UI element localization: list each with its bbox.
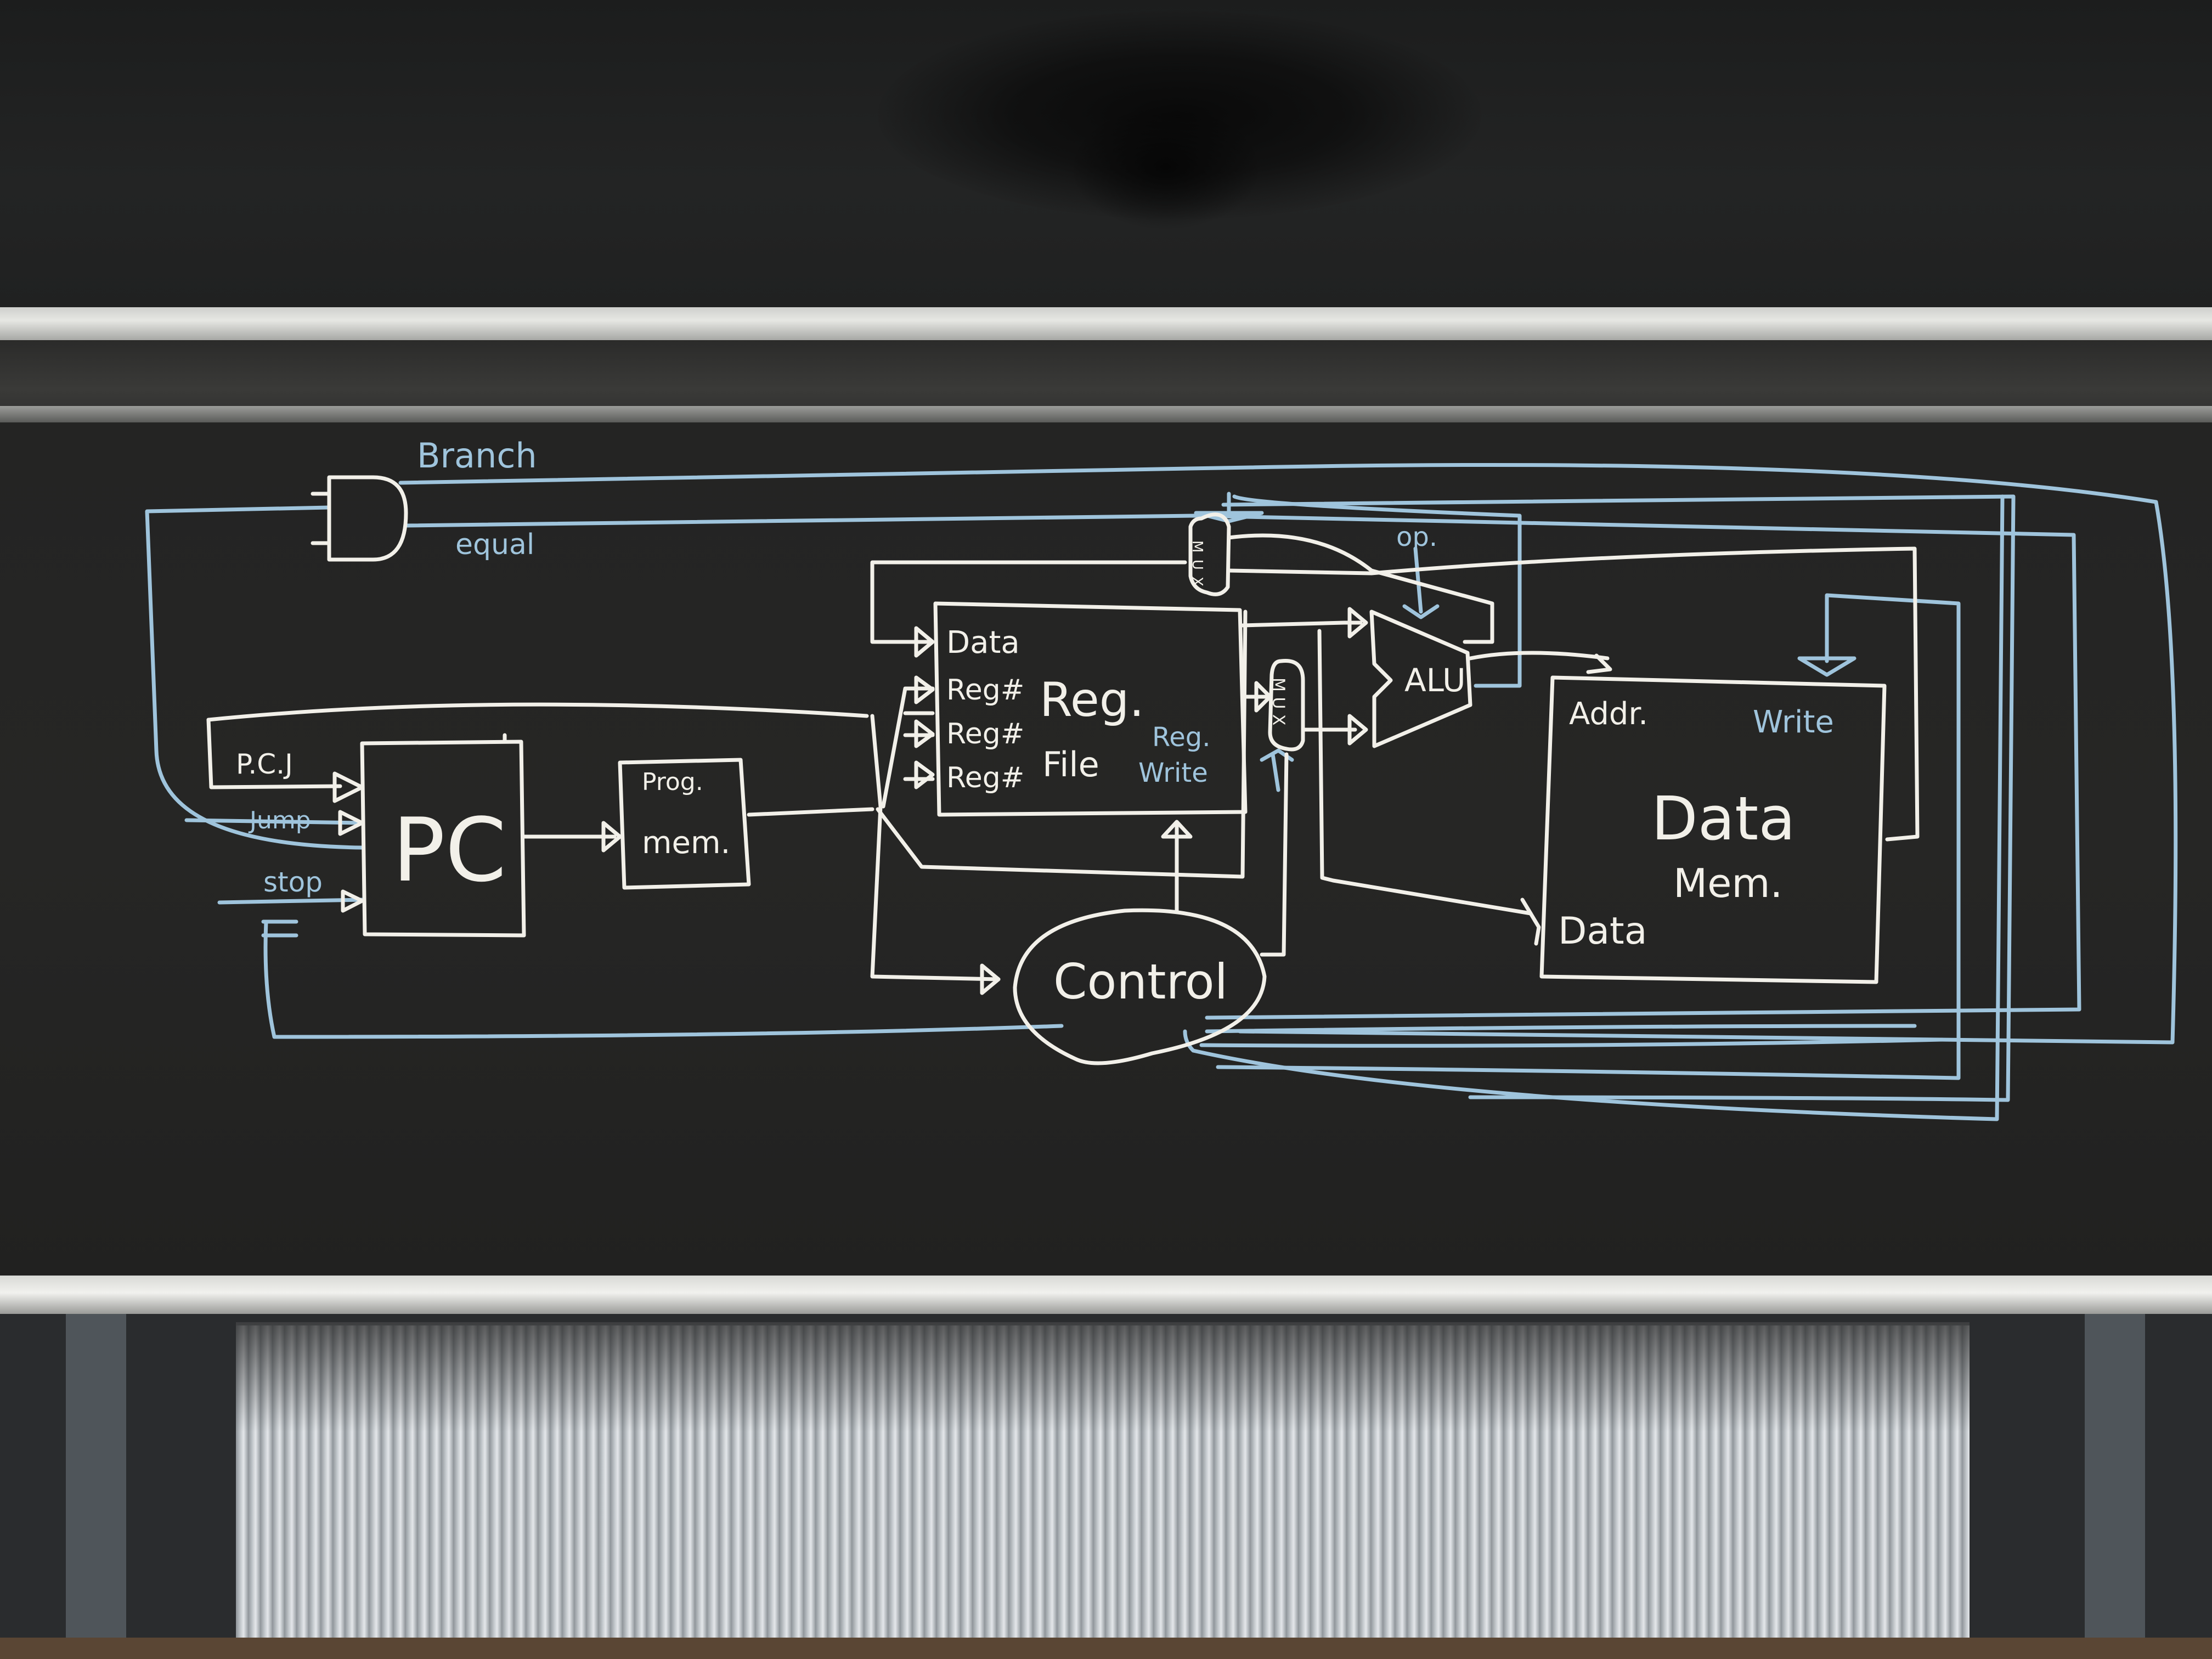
- alu-shape: [1369, 610, 1472, 748]
- datamem-out-wire: [1227, 546, 1920, 842]
- white-wires: [206, 475, 1920, 1065]
- regnum-fanout: [881, 686, 935, 809]
- board-support-right: [2085, 1314, 2145, 1659]
- radiator-shadow: [236, 1322, 1970, 1432]
- stop-label: stop: [263, 866, 323, 898]
- equal-label: equal: [455, 528, 534, 561]
- pcj-arrow: [332, 771, 364, 803]
- control-in-arrow: [980, 963, 1001, 995]
- op-label: op.: [1396, 522, 1437, 552]
- chalk-tray: [0, 1276, 2212, 1314]
- branch-signal-wire: [398, 462, 2178, 1045]
- data-mem-label-2: Mem.: [1673, 860, 1782, 906]
- mux-in-arrow: [1254, 681, 1272, 713]
- reg-num-1-label: Reg#: [946, 674, 1024, 707]
- mem-data-arrow: [1520, 898, 1541, 946]
- alu-label: ALU: [1404, 662, 1466, 699]
- floor: [0, 1638, 2212, 1659]
- board-support-left: [66, 1314, 126, 1659]
- addr-arrow: [1586, 653, 1612, 674]
- mux-top-control-arrow: [1194, 492, 1264, 523]
- equal-signal-wire: [404, 514, 2081, 1020]
- addr-label: Addr.: [1569, 696, 1648, 732]
- reg-data-label: Data: [946, 625, 1020, 661]
- alu-op-arrow: [1402, 604, 1440, 619]
- mux-top-out-wire: [1227, 533, 1494, 644]
- prog-label: Prog.: [642, 768, 703, 796]
- file-label: File: [1042, 744, 1099, 785]
- jump-arrow: [338, 810, 364, 836]
- data-mem-label-1: Data: [1651, 783, 1796, 854]
- reg-num-2-label: Reg#: [946, 718, 1024, 751]
- prog-mem-box: [618, 758, 751, 890]
- and-gate-inputs: [311, 492, 331, 545]
- branch-to-pc-wire: [145, 505, 364, 850]
- alu-in1-arrow: [1347, 607, 1368, 639]
- board-frame-rail: [0, 307, 2212, 340]
- and-gate-icon: [327, 475, 408, 562]
- pc-label: PC: [392, 799, 506, 901]
- mux-mid-box: [1268, 658, 1305, 752]
- control-label: Control: [1053, 953, 1228, 1010]
- jump-label: Jump: [248, 806, 311, 834]
- progmem-out-wire: [747, 807, 874, 817]
- mux-top-box: [1188, 512, 1231, 596]
- pc-to-progmem-arrow: [601, 821, 622, 853]
- labels: Branch equal op. P.C.J Jump stop PC Prog…: [236, 436, 1834, 1010]
- control-to-stop-wire: [263, 919, 1064, 1039]
- data-in-label: Data: [1558, 910, 1647, 953]
- control-wire-2: [1199, 1037, 1944, 1048]
- pcj-box: [206, 718, 342, 789]
- control-ellipse: [1013, 908, 1267, 1065]
- branch-label: Branch: [417, 436, 537, 476]
- mem-label: mem.: [642, 825, 730, 861]
- alu-to-addr-wire: [1468, 651, 1610, 661]
- reg-num3-arrow: [914, 760, 935, 789]
- regwrite-arrow: [1161, 820, 1193, 839]
- data-mem-box: [1539, 675, 1887, 984]
- control-wire-4: [1183, 494, 2005, 1121]
- eraser-smudge-small: [1070, 104, 1262, 230]
- mem-write-arrow: [1797, 656, 1857, 677]
- alu-result-to-mux-wire: [1232, 494, 1522, 688]
- reg-write-label-2: Write: [1138, 758, 1208, 788]
- pcj-label: P.C.J: [236, 748, 293, 780]
- jump-wire: [184, 818, 364, 825]
- pcj-top-wire: [206, 702, 869, 722]
- write-label: Write: [1753, 704, 1834, 740]
- mux-top-label: M U X: [1189, 540, 1205, 588]
- stop-tick: [261, 919, 298, 938]
- mux-mid-control-wire: [1271, 752, 1280, 792]
- control-wire-3: [1205, 1024, 1917, 1034]
- reg-num2-arrow: [914, 719, 935, 748]
- alu-in2-arrow: [1347, 714, 1368, 746]
- alu-op-wire: [1413, 546, 1423, 614]
- writeback-wire: [870, 560, 1187, 644]
- instr-to-control-wire: [870, 714, 1001, 981]
- pc-box: [360, 740, 526, 938]
- reg-write-label-1: Reg.: [1152, 722, 1210, 753]
- chalkboard: [0, 422, 2212, 1276]
- mux-mid-label: M U X: [1269, 678, 1288, 725]
- reg-num1-arrow: [914, 675, 935, 704]
- regfile-to-alu-wire: [1240, 620, 1363, 628]
- mem-write-control-wire: [1216, 593, 1961, 1080]
- blue-wires: [145, 462, 2178, 1121]
- regdata-to-mem-wire: [1317, 629, 1533, 916]
- stop-arrow: [341, 889, 364, 913]
- stop-wire: [217, 898, 364, 905]
- control-to-mux-wire: [1260, 752, 1289, 957]
- board-frame-edge: [0, 406, 2212, 422]
- reg-file-box: [933, 601, 1248, 817]
- reg-num-3-label: Reg#: [946, 761, 1024, 794]
- reg-label: Reg.: [1040, 673, 1144, 727]
